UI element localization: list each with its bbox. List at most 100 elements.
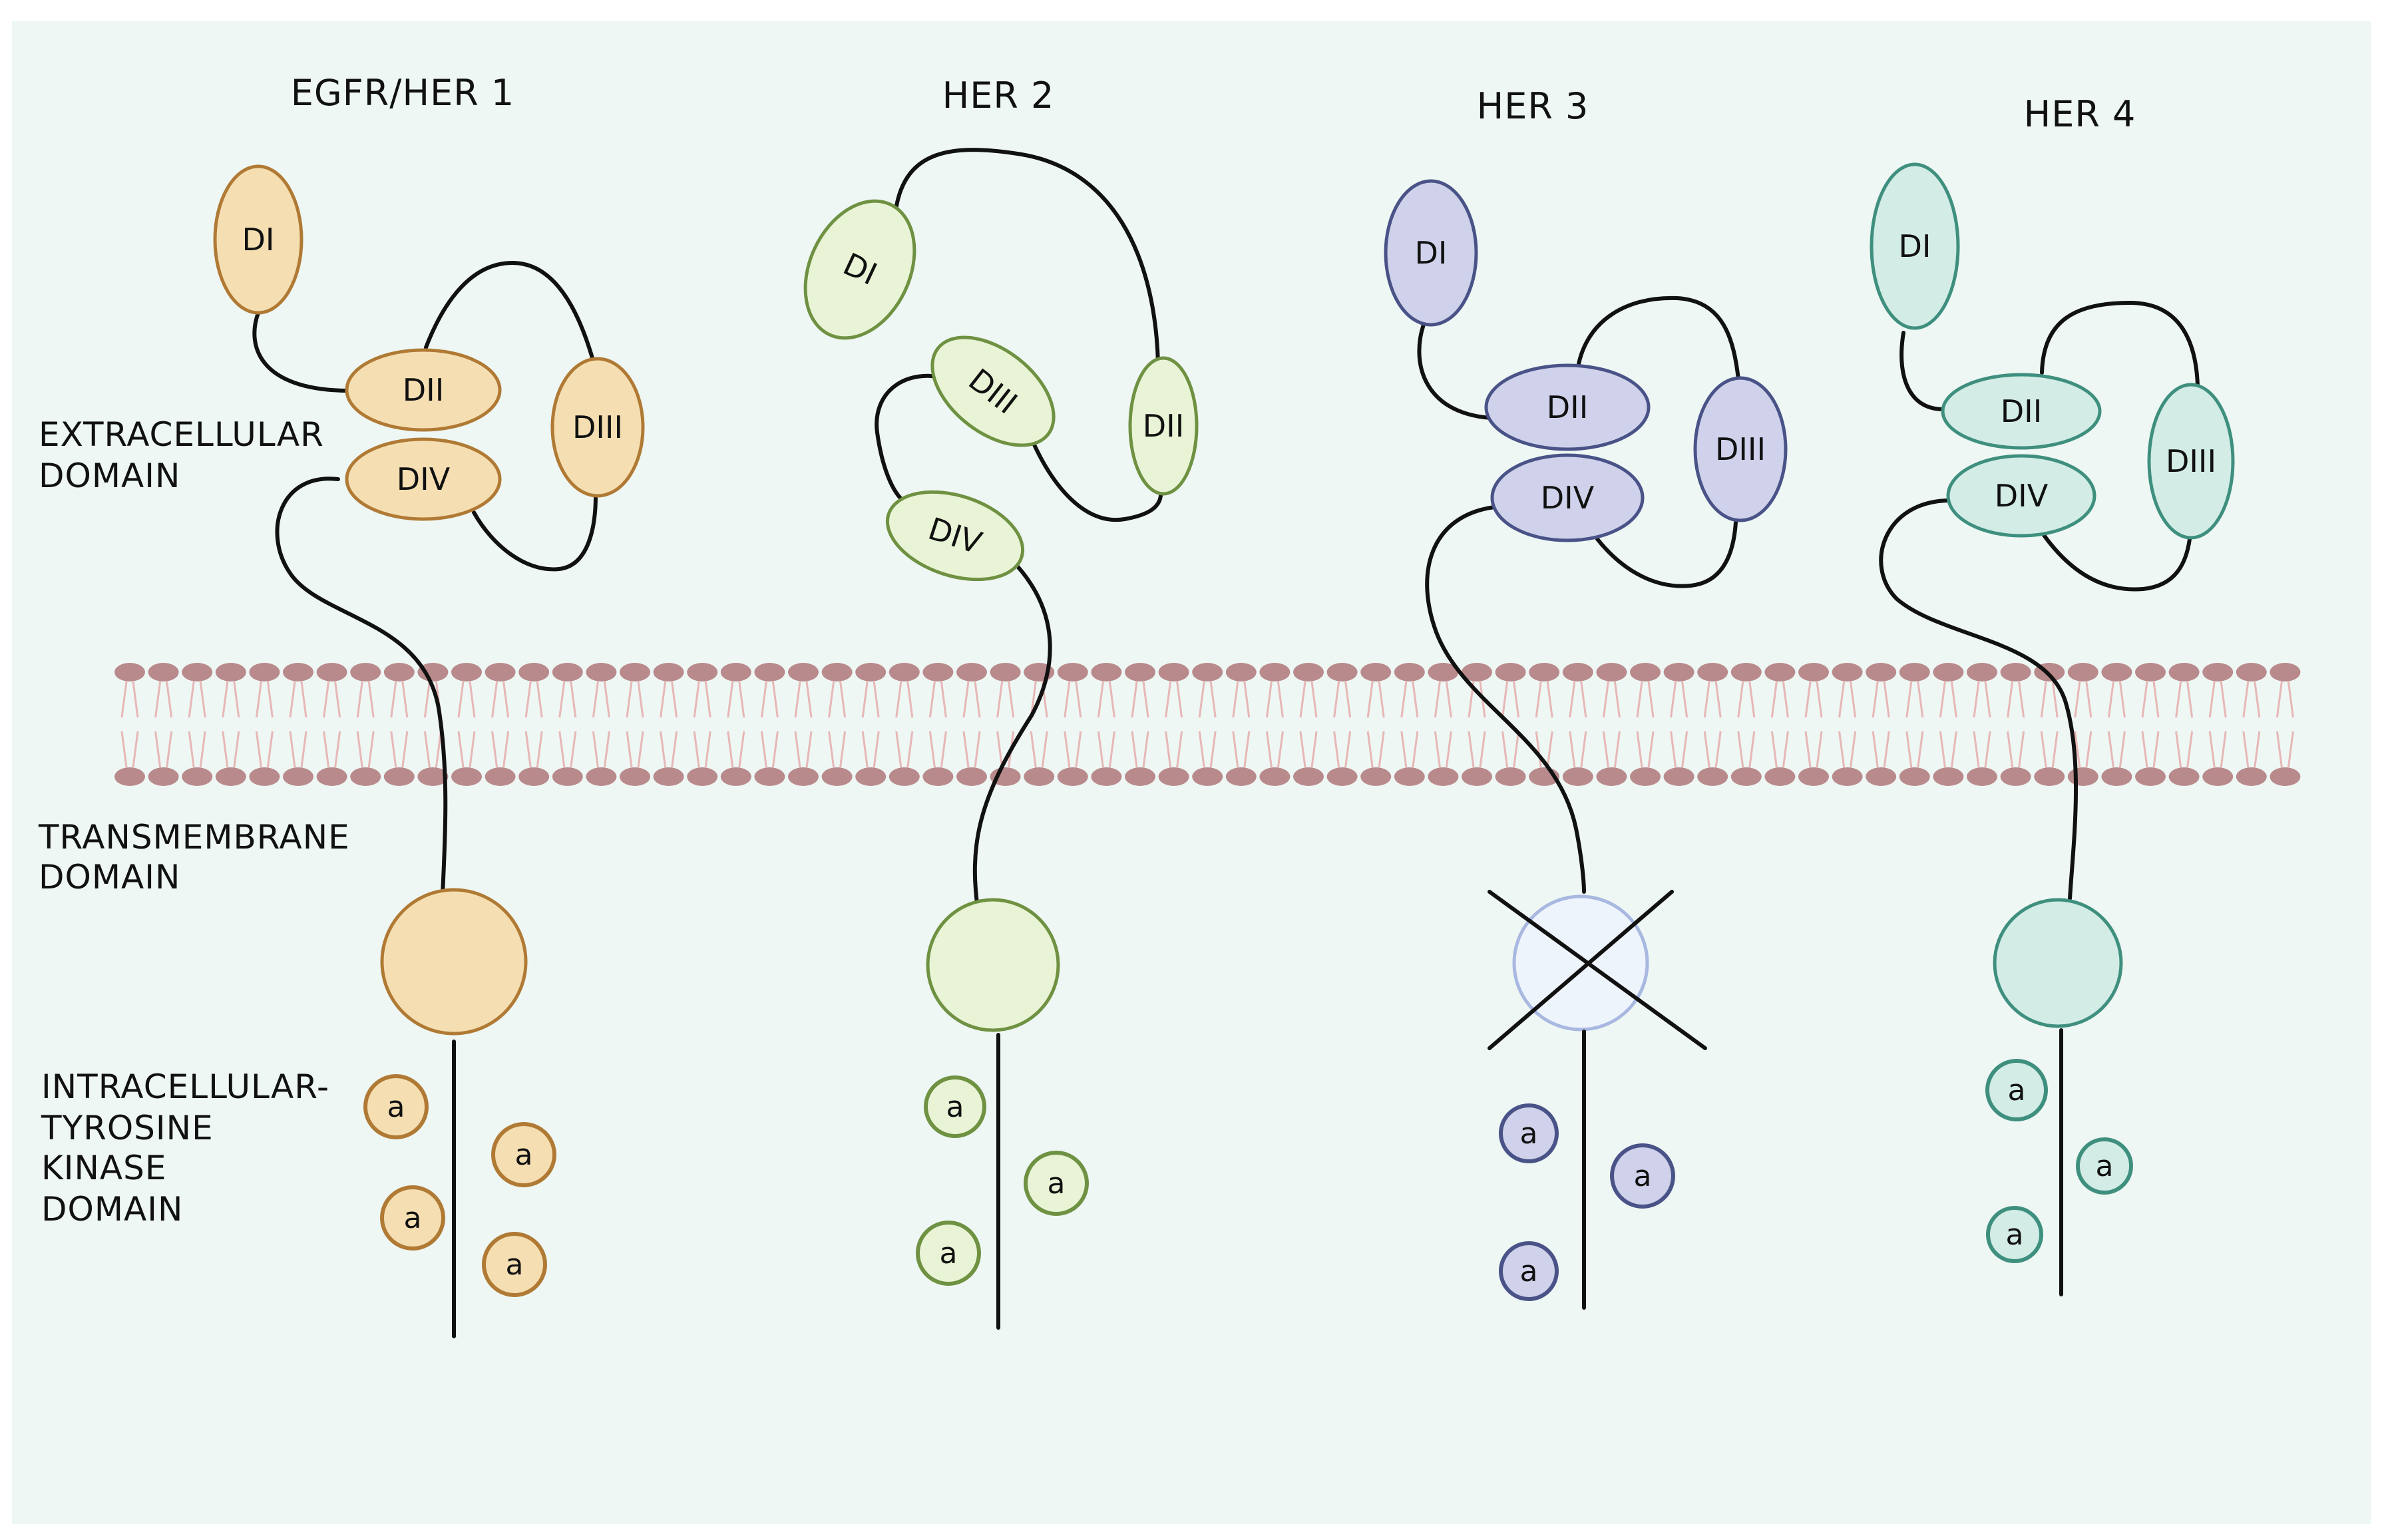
lipid-tail (1366, 731, 1374, 768)
lipid-tail (1479, 731, 1486, 768)
lipid-tail (928, 681, 936, 718)
lipid-tail (626, 681, 633, 718)
lipid-head (1057, 663, 1088, 681)
lipid-head (1057, 767, 1088, 786)
lipid-head (855, 767, 887, 786)
lipid-head (2101, 767, 2132, 786)
lipid-tail (1445, 731, 1452, 768)
lipid-tail (1816, 681, 1823, 718)
linker-line (1028, 434, 1163, 522)
lipid-head (1158, 663, 1189, 681)
lipid-head (2000, 767, 2031, 786)
lipid-tail (1647, 681, 1655, 718)
lipid-head (1462, 767, 1492, 786)
tyrosine-site (380, 1185, 445, 1251)
domain-d3 (930, 335, 1056, 447)
lipid-tail (906, 681, 914, 718)
lipid-head (1967, 767, 1997, 786)
lipid-tail (1703, 731, 1710, 768)
receptor-her3: HER 3 DI DII DIV DIII a a a (1384, 85, 1788, 1310)
lipid-tail (1546, 731, 1553, 768)
lipid-tail (390, 681, 397, 718)
lipid-head (586, 767, 617, 786)
lipid-tail (1770, 681, 1778, 718)
lipid-tail (2242, 731, 2250, 768)
domain-label: DII (2001, 393, 2043, 429)
lipid-tail (199, 731, 206, 768)
domain-d2 (1128, 356, 1199, 496)
lipid-tail (255, 731, 262, 768)
lipid-head (451, 767, 482, 786)
lipid-tail (491, 681, 498, 718)
receptor-title: EGFR/HER 1 (291, 72, 515, 114)
lipid-tail (704, 731, 711, 768)
lipid-head (1495, 663, 1526, 681)
lipid-head (2168, 767, 2200, 786)
lipid-tail (1714, 731, 1722, 768)
lipid-head (1798, 663, 1829, 681)
lipid-tail (1131, 731, 1138, 768)
lipid-tail (1232, 731, 1239, 768)
lipid-tail (693, 681, 700, 718)
lipid-head (383, 663, 415, 681)
tyrosine-site (924, 1075, 986, 1138)
linker-line (472, 494, 598, 572)
lipid-head (1562, 767, 1593, 786)
lipid-tail (1412, 681, 1419, 718)
lipid-head (687, 663, 718, 681)
lipid-tail (266, 681, 274, 718)
lipid-head (720, 767, 751, 786)
lipid-tail (233, 681, 240, 718)
lipid-tail (603, 681, 610, 718)
lipid-tail (727, 731, 734, 768)
domain-label: DIII (1715, 431, 1766, 467)
tyrosine-label: a (1520, 1117, 1538, 1151)
linker-line (2040, 530, 2192, 592)
lipid-head (1428, 767, 1459, 786)
lipid-tail (660, 731, 667, 768)
lipid-tail (928, 731, 936, 768)
lipid-tail (2175, 731, 2182, 768)
lipid-head (754, 663, 785, 681)
lipid-head (283, 663, 313, 681)
lipid-head (1697, 663, 1728, 681)
lipid-tail (1513, 681, 1520, 718)
inactive-cross-line (1488, 890, 1674, 1050)
lipid-head (620, 663, 650, 681)
lipid-head (1663, 663, 1694, 681)
lipid-tail (188, 731, 195, 768)
lipid-tail (962, 731, 970, 768)
lipid-head (552, 663, 583, 681)
lipid-tail (2276, 681, 2283, 718)
lipid-head (2034, 767, 2065, 786)
lipid-head (1899, 767, 1930, 786)
lipid-head (1730, 767, 1762, 786)
linker-line (424, 260, 594, 360)
lipid-tail (1445, 681, 1452, 718)
lipid-head (788, 767, 819, 786)
linker-line (1575, 295, 1740, 381)
lipid-tail (2141, 681, 2148, 718)
lipid-tail (828, 731, 835, 768)
lipid-tail (693, 731, 700, 768)
lipid-head (788, 663, 819, 681)
lipid-tail (166, 681, 173, 718)
lipid-tail (760, 731, 767, 768)
lipid-tail (289, 681, 296, 718)
lipid-tail (323, 681, 330, 718)
lipid-tail (1400, 731, 1408, 768)
lipid-head (855, 663, 887, 681)
receptor-her4: HER 4 DI DII DIV DIII a a a (1870, 93, 2235, 1296)
lipid-head (518, 663, 550, 681)
extracellular-label-line-1: EXTRACELLULAR (39, 415, 324, 454)
lipid-tail (1097, 731, 1104, 768)
lipid-tail (805, 731, 813, 768)
lipid-tail (558, 681, 566, 718)
lipid-tail (1546, 681, 1553, 718)
cell-membrane (114, 663, 2301, 786)
lipid-tail (1748, 681, 1756, 718)
lipid-tail (1198, 731, 1205, 768)
lipid-head (2202, 767, 2234, 786)
lipid-tail (592, 731, 599, 768)
domain-d4 (885, 490, 1025, 582)
